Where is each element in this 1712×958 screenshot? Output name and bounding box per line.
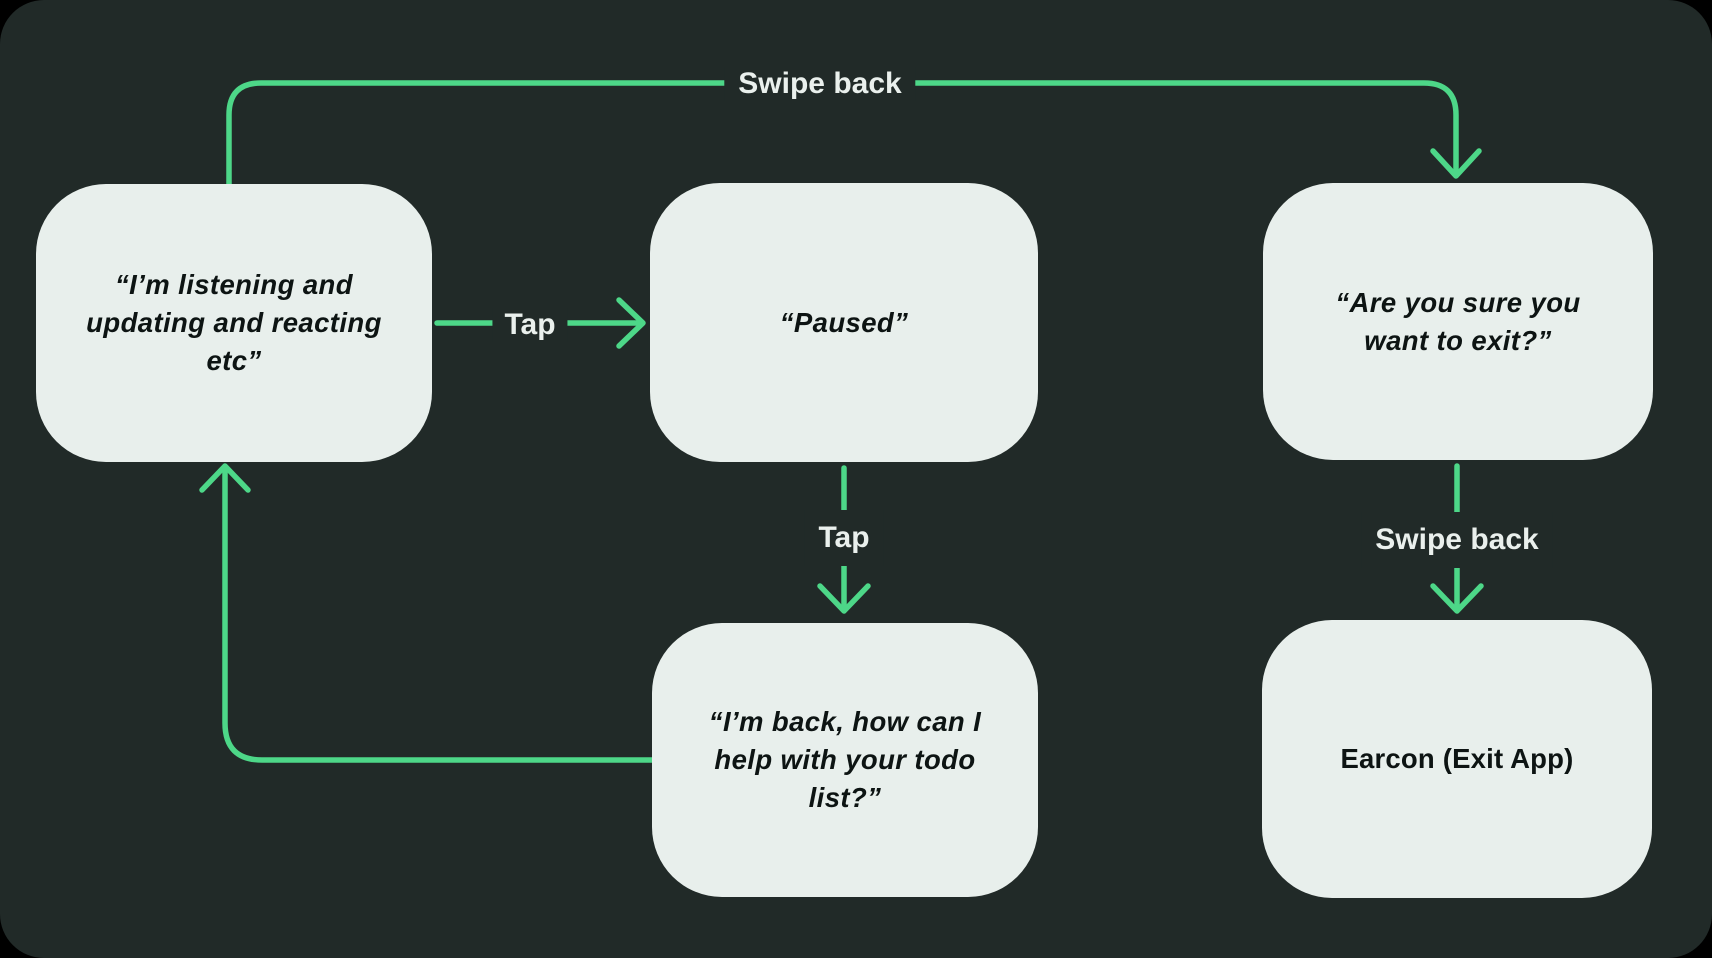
node-listening-label: “I’m listening and updating and reacting… — [86, 269, 382, 376]
node-paused: “Paused” — [650, 183, 1038, 462]
edge-loop-back-line — [222, 467, 655, 763]
node-earcon: Earcon (Exit App) — [1262, 620, 1652, 898]
edge-label-swipe-back-top: Swipe back — [724, 67, 916, 101]
node-im-back-label: “I’m back, how can I help with your todo… — [708, 706, 982, 813]
arrowhead-down-into-earcon-icon — [1430, 583, 1484, 614]
node-paused-label: “Paused” — [779, 306, 909, 338]
edge-label-tap-vertical: Tap — [804, 510, 884, 566]
arrowhead-right-into-paused-icon — [616, 297, 646, 349]
arrowhead-down-into-im-back-icon — [817, 583, 871, 614]
node-listening: “I’m listening and updating and reacting… — [36, 184, 432, 462]
node-earcon-label: Earcon (Exit App) — [1340, 743, 1574, 774]
node-sure-exit-label: “Are you sure you want to exit?” — [1335, 286, 1581, 356]
edge-label-swipe-back-right: Swipe back — [1361, 512, 1553, 568]
node-sure-exit: “Are you sure you want to exit?” — [1263, 183, 1653, 460]
arrowhead-up-into-listening-icon — [199, 463, 251, 493]
arrowhead-down-into-sure-exit-icon — [1430, 148, 1482, 179]
node-im-back: “I’m back, how can I help with your todo… — [652, 623, 1038, 897]
edge-label-tap-horizontal: Tap — [492, 308, 568, 342]
